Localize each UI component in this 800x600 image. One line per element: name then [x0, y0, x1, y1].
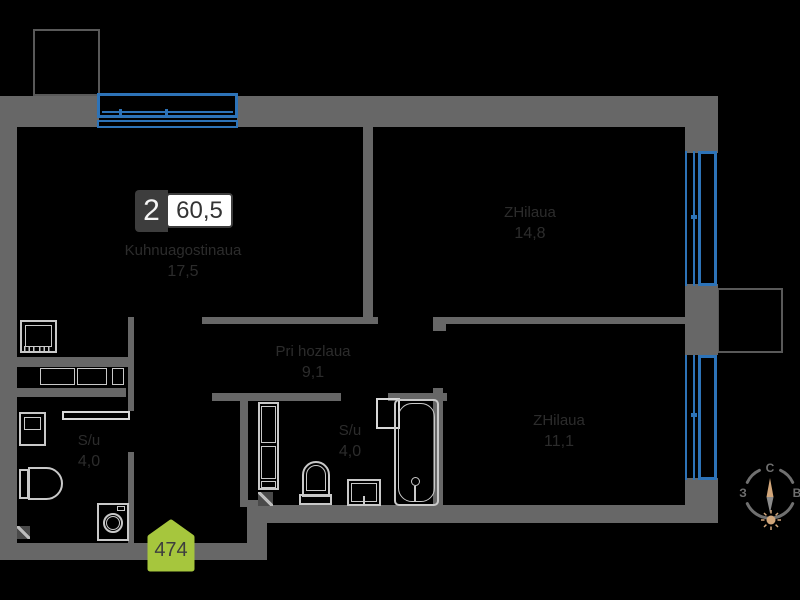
- balcony-top-left: [33, 29, 100, 96]
- toilet-bowl-bath1: [28, 467, 63, 500]
- wall-kitchen-bath1-upper: [17, 357, 129, 367]
- cabinet-bath2-shelf3: [261, 481, 276, 488]
- window-right2-tick: [691, 413, 697, 417]
- cabinet-bath2-shelf1: [261, 406, 276, 443]
- stove-icon: [20, 320, 57, 353]
- window-top-tick-1: [119, 109, 122, 115]
- washing-machine-icon: [97, 503, 129, 541]
- room-label-bath2: S/u 4,0: [339, 421, 362, 463]
- room-area: 11,1: [544, 433, 574, 451]
- wall-mid-stub: [433, 317, 446, 331]
- washing-machine-panel: [117, 506, 125, 511]
- washing-machine-drum-inner: [106, 516, 120, 530]
- room-name: S/u: [77, 432, 101, 450]
- bathtub-drain: [411, 477, 420, 486]
- toilet-base-bath2: [299, 494, 332, 505]
- window-top-outer-strip: [97, 120, 238, 128]
- compass-needle-north: [766, 478, 774, 497]
- room-name: ZHilaua: [504, 204, 556, 222]
- wall-mid-left: [202, 317, 378, 324]
- room-name: ZHilaua: [533, 412, 585, 430]
- room-count-badge[interactable]: 2: [135, 190, 168, 232]
- wall-right-top-stub: [685, 127, 718, 153]
- wall-bath1-top: [17, 388, 126, 397]
- closet-section-3: [112, 368, 124, 385]
- window-right1-frame: [698, 151, 717, 286]
- wall-kitchen-living1: [363, 127, 373, 317]
- wall-left: [0, 96, 17, 560]
- vent-shaft-bath1: [17, 526, 30, 539]
- compass-west-label: З: [739, 486, 747, 500]
- window-right2-frame: [698, 355, 717, 480]
- cabinet-bath2: [258, 402, 279, 490]
- stove-inner: [25, 325, 52, 347]
- room-label-bath1: S/u 4,0: [78, 431, 101, 473]
- wall-bottom-right: [257, 505, 718, 523]
- window-right2-line-a: [685, 355, 687, 480]
- room-label-living2: ZHilaua 11,1: [533, 411, 585, 453]
- compass-north-label: С: [766, 461, 775, 475]
- window-right1-line-a: [685, 151, 687, 286]
- sink-icon-bath1: [19, 412, 46, 446]
- room-name: Kuhnuagostinaua: [124, 242, 242, 260]
- window-top-tick-2: [165, 109, 168, 115]
- stove-knobs-right: [39, 346, 52, 352]
- sink-bath2-drain: [363, 496, 365, 504]
- room-label-living1: ZHilaua 14,8: [504, 203, 556, 245]
- sink-icon-bath2: [347, 479, 381, 506]
- wall-vestibule-right: [240, 397, 248, 507]
- bathtub-faucet-line: [414, 486, 416, 502]
- wall-hall-bottom-left: [212, 393, 341, 401]
- room-name: Pri hozlaua: [275, 343, 351, 361]
- bathtub-icon: [394, 399, 439, 506]
- closet-section-1: [40, 368, 75, 385]
- house-badge-icon[interactable]: 474: [147, 519, 195, 572]
- room-area: 4,0: [77, 453, 101, 471]
- total-area-badge[interactable]: 60,5: [166, 193, 233, 228]
- room-area: 9,1: [301, 364, 325, 382]
- toilet-bowl-bath2: [302, 461, 330, 497]
- room-area: 17,5: [167, 263, 199, 281]
- room-area: 4,0: [338, 443, 362, 461]
- wall-top-right: [237, 96, 718, 127]
- room-count-value: 2: [143, 194, 160, 227]
- window-right2-line-b: [693, 355, 695, 480]
- wall-bottom-step: [247, 500, 267, 560]
- compass-east-label: В: [793, 486, 800, 500]
- wall-bottom-left: [0, 543, 267, 560]
- room-area: 14,8: [514, 225, 546, 243]
- compass-needle-south: [766, 497, 774, 513]
- washing-machine-drum: [103, 513, 123, 533]
- wall-mid-right: [433, 317, 718, 324]
- room-label-kitchen: Kuhnuagostinaua 17,5: [125, 241, 242, 283]
- room-label-hallway: Pri hozlaua 9,1: [275, 342, 350, 384]
- vent-shaft-bath2: [258, 492, 273, 506]
- wall-inner-left-upper: [128, 317, 134, 411]
- entrance-number: 474: [154, 539, 187, 561]
- compass-rose-icon: С З В: [739, 461, 800, 530]
- wall-inner-left-lower: [128, 452, 134, 543]
- stove-knobs-left: [24, 346, 37, 352]
- total-area-value: 60,5: [176, 196, 223, 224]
- door-leaf-bath1: [62, 411, 130, 420]
- window-top-frame: [97, 93, 238, 118]
- bathtub-inner: [398, 403, 435, 502]
- sink-bath1-inner: [24, 417, 41, 430]
- balcony-right: [717, 288, 783, 353]
- toilet-bath2-inner: [306, 465, 326, 491]
- closet-section-2: [77, 368, 107, 385]
- cabinet-bath2-shelf2: [261, 446, 276, 479]
- wall-hall-bottom-right: [388, 393, 447, 401]
- room-name: S/u: [338, 422, 362, 440]
- window-right1-tick: [691, 215, 697, 219]
- sun-icon: [761, 510, 781, 530]
